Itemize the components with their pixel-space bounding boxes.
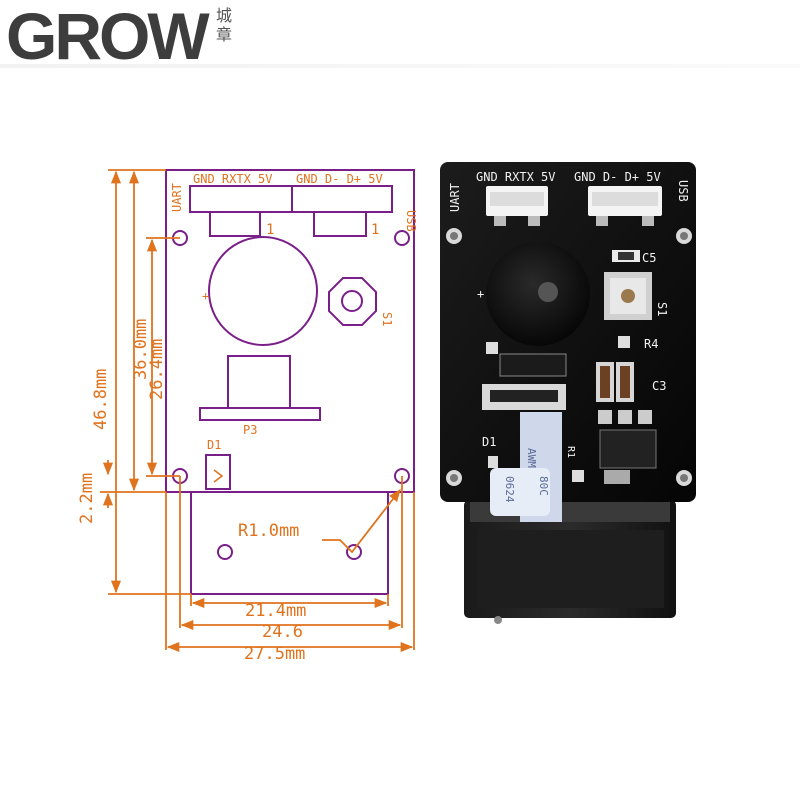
- buzzer: [486, 242, 590, 346]
- cable-text-awm: AWM: [525, 448, 538, 468]
- scanner-head: [464, 500, 676, 624]
- photo-uart-pins: GND RXTX 5V: [476, 170, 555, 184]
- switch-label: S1: [380, 312, 394, 326]
- capacitors: [596, 362, 652, 424]
- connector-label: P3: [243, 423, 257, 437]
- usb-side-label: USB: [404, 210, 418, 232]
- pcb-connectors: [486, 186, 662, 226]
- ribbon-cable: [490, 412, 562, 522]
- pin1-label-a: 1: [266, 222, 274, 238]
- board-silkscreen-text: GND RXTX 5V GND D- D+ 5V UART USB 1 1 + …: [170, 172, 418, 452]
- photo-r4-label: R4: [644, 337, 658, 351]
- brand-chinese-mark: 城章: [216, 6, 233, 44]
- photo-r1-label: R1: [565, 446, 576, 458]
- photo-uart-label: UART: [448, 183, 462, 212]
- photo-s1-label: S1: [655, 302, 669, 316]
- ribbon-connector: [482, 353, 567, 410]
- small-components: [486, 336, 630, 482]
- buzzer-plus-label: +: [202, 289, 209, 303]
- cable-print: AWM 0624 80C: [503, 448, 550, 503]
- regulator-chip: [599, 429, 657, 469]
- dim-width-inner: 21.4mm: [245, 601, 306, 621]
- dimension-lines: [100, 169, 415, 653]
- pin1-label-b: 1: [371, 222, 379, 238]
- photo-d1-label: D1: [482, 435, 496, 449]
- dim-bottom-offset: 2.2mm: [77, 473, 97, 524]
- cable-text-80c: 80C: [537, 476, 550, 496]
- dim-width-mid: 24.6: [262, 622, 303, 642]
- dim-inner-height: 26.4mm: [147, 339, 167, 400]
- dim-radius: R1.0mm: [238, 521, 299, 541]
- push-switch: [604, 272, 652, 320]
- pcb-mounting-holes: [446, 228, 692, 486]
- uart-side-label: UART: [170, 183, 184, 212]
- cable-text-0624: 0624: [503, 476, 516, 503]
- c5-body: [618, 252, 634, 260]
- usb-pins-label: GND D- D+ 5V: [296, 172, 383, 186]
- dimension-text: 46.8mm 36.0mm 26.4mm 2.2mm R1.0mm 21.4mm…: [77, 319, 306, 664]
- photo-plus-label: +: [477, 287, 484, 301]
- header-divider: [0, 64, 800, 68]
- uart-pins-label: GND RXTX 5V: [193, 172, 272, 186]
- dim-overall-height: 46.8mm: [91, 369, 111, 430]
- dim-width-overall: 27.5mm: [244, 644, 305, 664]
- diode-label: D1: [207, 438, 221, 452]
- grow-logo: GROW 城章: [0, 0, 260, 73]
- regulator-tab: [604, 470, 630, 484]
- pcb-silkscreen: GND RXTX 5V GND D- D+ 5V UART USB C5 S1 …: [448, 170, 690, 458]
- photo-usb-pins: GND D- D+ 5V: [574, 170, 661, 184]
- photo-c5-label: C5: [642, 251, 656, 265]
- photo-c3-label: C3: [652, 379, 666, 393]
- photo-usb-label: USB: [676, 180, 690, 202]
- brand-name: GROW: [6, 0, 210, 73]
- diode-symbol: [213, 469, 224, 483]
- dim-hole-height: 36.0mm: [131, 319, 151, 380]
